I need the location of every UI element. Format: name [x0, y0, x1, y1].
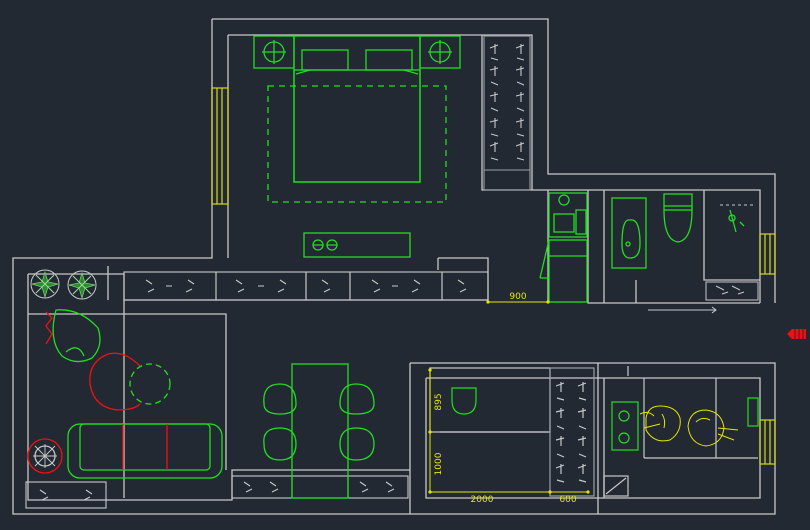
pillow-right: [365, 49, 413, 71]
dining-table: [291, 363, 349, 499]
toilet: [663, 193, 693, 243]
dimension-900: 900: [486, 292, 550, 304]
tv-cabinet: [303, 232, 411, 258]
washer: [548, 192, 588, 238]
red-entry-arrow-icon: [787, 329, 806, 339]
top-bathroom: [611, 193, 745, 269]
pillow-left: [301, 49, 349, 71]
bedroom: [253, 35, 461, 258]
dining: [263, 363, 375, 499]
nightstand-right: [419, 35, 461, 69]
rug: [267, 85, 447, 203]
bottom-bathroom: [603, 366, 759, 497]
vanity: [611, 197, 647, 269]
laundry: [539, 192, 588, 303]
living-cabinets: [25, 475, 409, 509]
top-bathroom-fixtures: [648, 204, 759, 314]
corridor-cabinets: [123, 271, 489, 301]
walls: [12, 18, 776, 515]
dimension-label-900: 900: [509, 292, 526, 302]
living-room: [27, 309, 223, 479]
nightstand-left: [253, 35, 295, 69]
bottom-room: [429, 367, 595, 497]
bed: [293, 35, 421, 183]
windows: [211, 87, 776, 465]
dimension-label-895: 895: [434, 393, 444, 410]
plant-2: [67, 270, 97, 300]
plant-1: [30, 269, 60, 299]
dimension-label-1000: 1000: [434, 452, 444, 475]
bedroom-wardrobe: [483, 35, 531, 191]
dimension-label-600: 600: [559, 495, 576, 505]
dryer: [548, 239, 588, 303]
dimension-label-2000: 2000: [471, 495, 494, 505]
dimensions-bottom: 895 1000 2000 600: [428, 368, 590, 505]
